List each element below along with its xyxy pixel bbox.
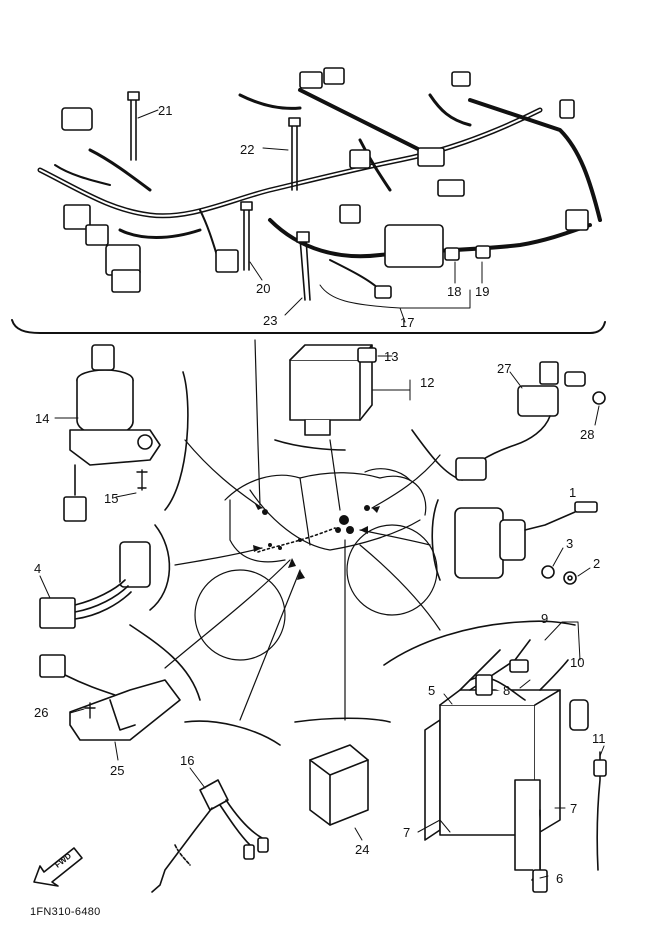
- callout-13: 13: [384, 349, 399, 364]
- diagram-part-code: 1FN310-6480: [30, 906, 101, 918]
- callout-1: 1: [569, 485, 577, 500]
- rectifier-unit: [454, 501, 598, 579]
- callout-18: 18: [447, 284, 462, 299]
- battery-leaders: [417, 621, 605, 879]
- center-mount-points: [262, 505, 370, 550]
- callout-8: 8: [503, 683, 511, 698]
- callout-3: 3: [566, 536, 574, 551]
- cable-ties: [127, 91, 311, 301]
- callout-26: 26: [34, 705, 49, 720]
- motorcycle-outline: [194, 468, 438, 661]
- callout-17: 17: [400, 315, 415, 330]
- relay-unit: [289, 344, 377, 436]
- leader-24: [354, 827, 363, 841]
- leader-27-28: [509, 371, 600, 426]
- wire-lead-4: [39, 541, 151, 629]
- wire-harness: [37, 88, 602, 291]
- callout-7-right: 7: [570, 801, 578, 816]
- callout-19: 19: [475, 284, 490, 299]
- relay-bracket: [39, 654, 181, 741]
- flasher-relay: [309, 744, 369, 826]
- callout-16: 16: [180, 753, 195, 768]
- callout-27: 27: [497, 361, 512, 376]
- leader-16: [189, 767, 206, 789]
- sidestand-switch: [151, 779, 269, 893]
- callout-25: 25: [110, 763, 125, 778]
- arrow-heads: [253, 502, 380, 580]
- leader-14-15: [54, 417, 137, 498]
- callout-21: 21: [158, 103, 173, 118]
- leader-4: [39, 575, 51, 599]
- nut-and-washer: [541, 565, 577, 585]
- leader-25-26: [69, 708, 119, 761]
- main-switch: [63, 344, 161, 522]
- battery-assembly: [424, 639, 607, 893]
- center-dotted-wire: [257, 527, 336, 553]
- callout-14: 14: [35, 411, 50, 426]
- leader-lines-top: [137, 109, 483, 323]
- callout-5: 5: [428, 683, 436, 698]
- callout-7-left: 7: [403, 825, 411, 840]
- callout-2: 2: [593, 556, 601, 571]
- callout-28: 28: [580, 427, 595, 442]
- callout-6: 6: [556, 871, 564, 886]
- callout-10: 10: [570, 655, 585, 670]
- callout-11: 11: [592, 731, 606, 746]
- callout-20: 20: [256, 281, 271, 296]
- harness-bracket: [11, 319, 606, 334]
- callout-15: 15: [104, 491, 119, 506]
- callout-9: 9: [541, 611, 549, 626]
- callout-24: 24: [355, 842, 370, 857]
- forward-arrow-icon: [33, 847, 83, 887]
- bolt-15: [136, 469, 148, 491]
- callout-23: 23: [263, 313, 278, 328]
- callout-12: 12: [420, 375, 435, 390]
- relay-leaders: [371, 355, 411, 401]
- callout-4: 4: [34, 561, 42, 576]
- section-brackets: [129, 371, 576, 746]
- starter-relay: [455, 361, 606, 481]
- leader-1-2-3: [552, 547, 591, 577]
- callout-22: 22: [240, 142, 255, 157]
- harness-connectors: [61, 67, 589, 299]
- bolt-26: [84, 702, 96, 719]
